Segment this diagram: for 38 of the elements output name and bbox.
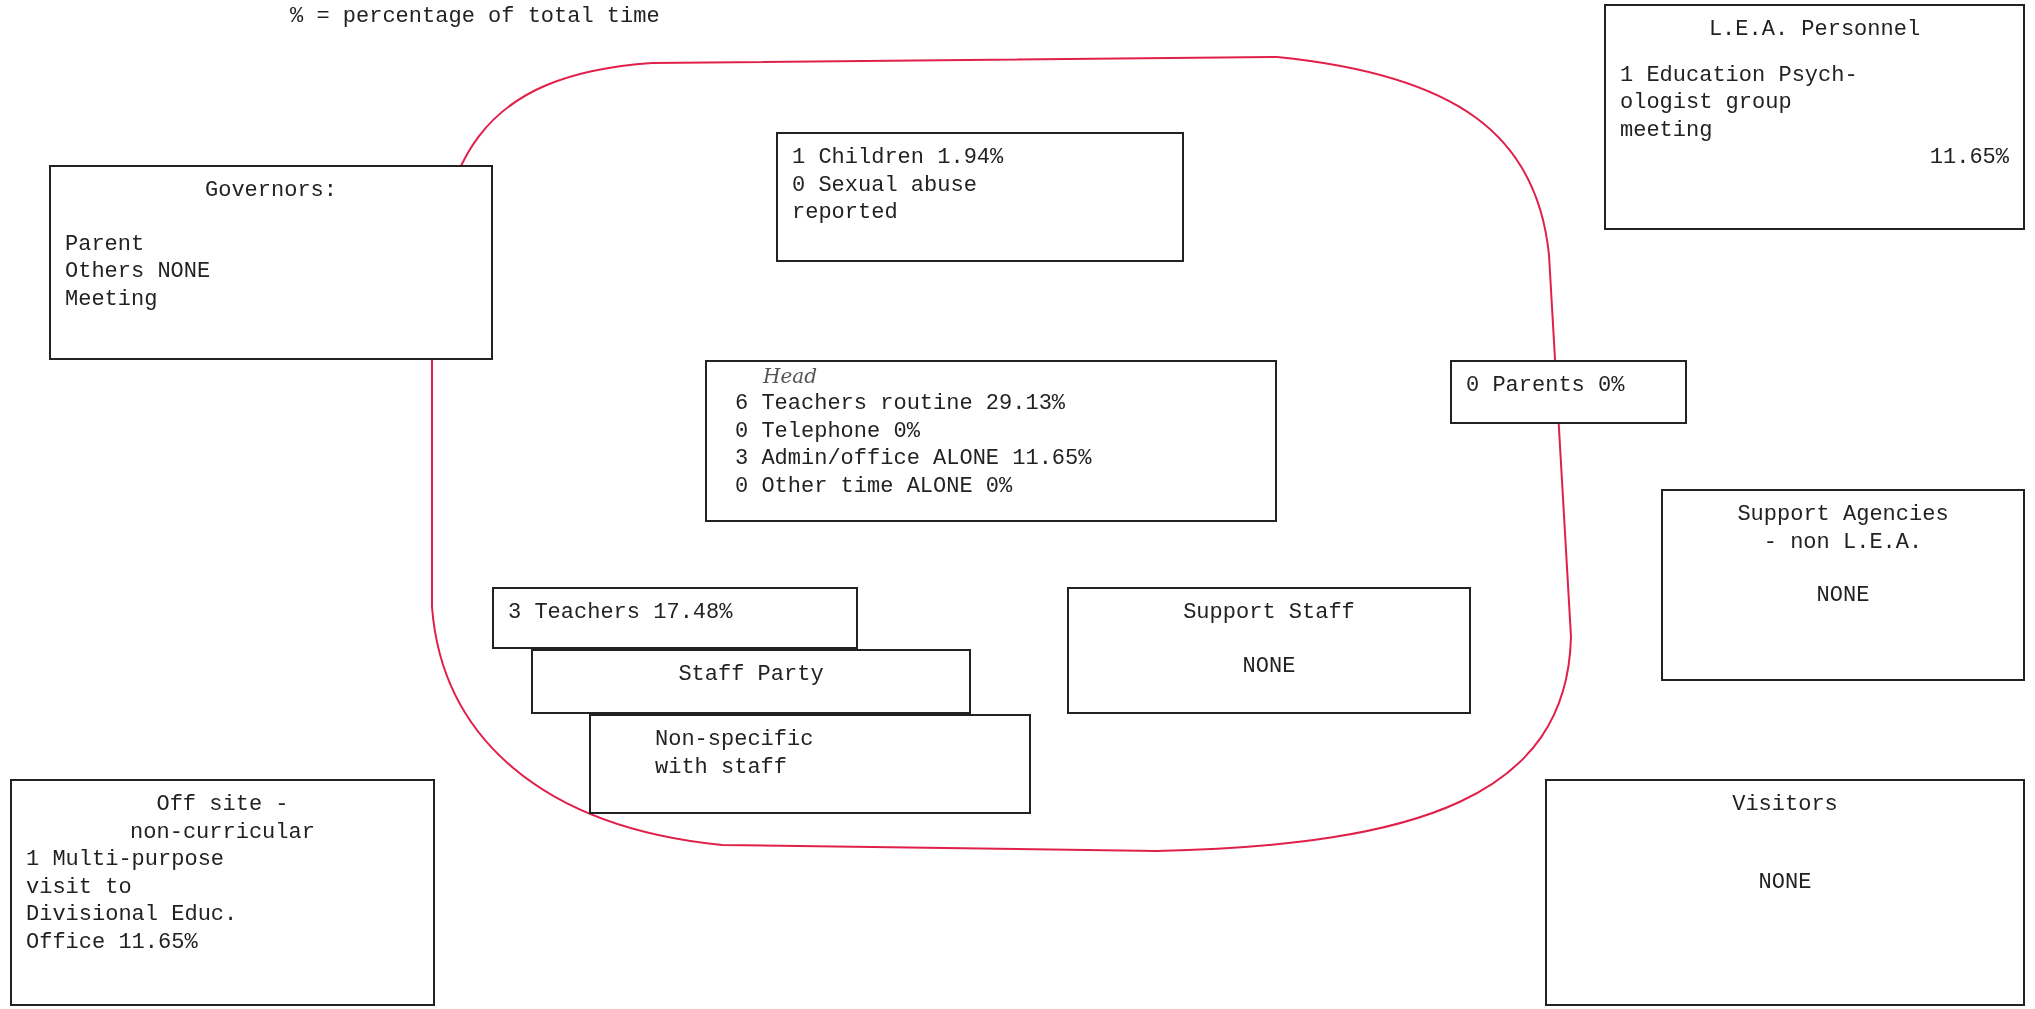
- box-heading: Off site - non-curricular: [130, 791, 315, 846]
- box-text: Parent: [65, 230, 146, 258]
- box-text: NONE: [1815, 582, 1871, 610]
- category-box: [49, 165, 493, 360]
- category-box: [589, 714, 1031, 814]
- category-box: [776, 132, 1184, 262]
- box-text: NONE: [1241, 652, 1297, 680]
- category-box: [1067, 587, 1471, 714]
- category-box: [705, 360, 1277, 522]
- box-text: 0 Other time ALONE 0%: [735, 472, 1014, 500]
- box-text: Staff Party: [677, 661, 825, 689]
- category-box: [531, 649, 971, 714]
- box-heading: Visitors: [1731, 791, 1839, 819]
- box-text: 3 Teachers 17.48%: [508, 599, 734, 627]
- box-text: 0 Parents 0%: [1466, 372, 1626, 400]
- category-box: [492, 587, 858, 649]
- category-box: [1604, 4, 2025, 230]
- box-text: Non-specific with staff: [655, 726, 815, 781]
- box-text: 0 Sexual abuse reported: [792, 171, 978, 227]
- box-text: 6 Teachers routine 29.13%: [735, 390, 1067, 418]
- category-box: [1545, 779, 2025, 1006]
- category-box: [1661, 489, 2025, 681]
- box-text: Meeting: [65, 285, 159, 313]
- category-box: [1450, 360, 1687, 424]
- box-heading: Support Agencies - non L.E.A.: [1736, 501, 1950, 556]
- box-text: 0 Telephone 0%: [735, 417, 921, 445]
- box-heading: Governors:: [204, 177, 338, 205]
- category-box: [10, 779, 435, 1006]
- box-text: NONE: [1757, 868, 1813, 896]
- box-text: 1 Multi-purpose visit to Divisional Educ. Office 11.65%: [26, 846, 238, 956]
- box-heading: 1 Children 1.94%: [792, 144, 1005, 172]
- box-text: 11.65%: [1928, 144, 2009, 172]
- box-heading: L.E.A. Personnel: [1707, 16, 1922, 44]
- box-text: 3 Admin/office ALONE 11.65%: [735, 445, 1093, 473]
- legend-note: % = percentage of total time: [290, 4, 660, 29]
- box-text: Others NONE: [65, 258, 212, 286]
- box-text: 1 Education Psych- ologist group meeting: [1620, 61, 1858, 144]
- box-heading: Support Staff: [1182, 599, 1356, 627]
